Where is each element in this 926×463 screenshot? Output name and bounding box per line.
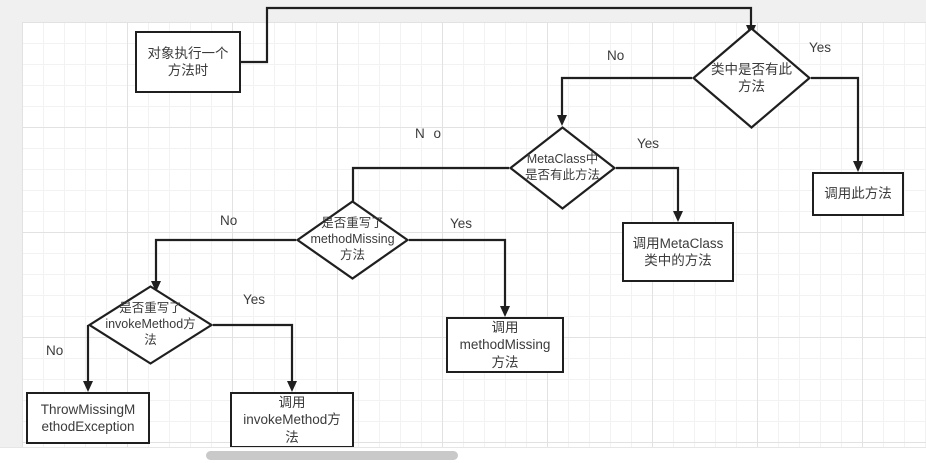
edge-label-invoke-no: No	[46, 343, 64, 358]
edge-label-class-no: No	[607, 48, 625, 63]
edge-label-missing-no: No	[220, 213, 238, 228]
edge-label-missing-yes: Yes	[450, 216, 473, 231]
node-call-method-missing[interactable]: 调用 methodMissing 方法	[446, 317, 564, 373]
edge-label-metaclass-no: N o	[415, 126, 444, 141]
node-call-metaclass-method[interactable]: 调用MetaClass 类中的方法	[622, 222, 734, 282]
edge-label-class-yes: Yes	[809, 40, 832, 55]
horizontal-scrollbar-thumb[interactable]	[206, 451, 458, 460]
edge-label-metaclass-yes: Yes	[637, 136, 660, 151]
edge-label-invoke-yes: Yes	[243, 292, 266, 307]
node-start[interactable]: 对象执行一个 方法时	[135, 31, 241, 93]
node-throw-exception[interactable]: ThrowMissingM ethodException	[26, 392, 150, 444]
node-call-invoke-method[interactable]: 调用 invokeMethod方 法	[230, 392, 354, 448]
node-call-this-method[interactable]: 调用此方法	[812, 172, 904, 216]
horizontal-scrollbar[interactable]	[0, 447, 926, 463]
